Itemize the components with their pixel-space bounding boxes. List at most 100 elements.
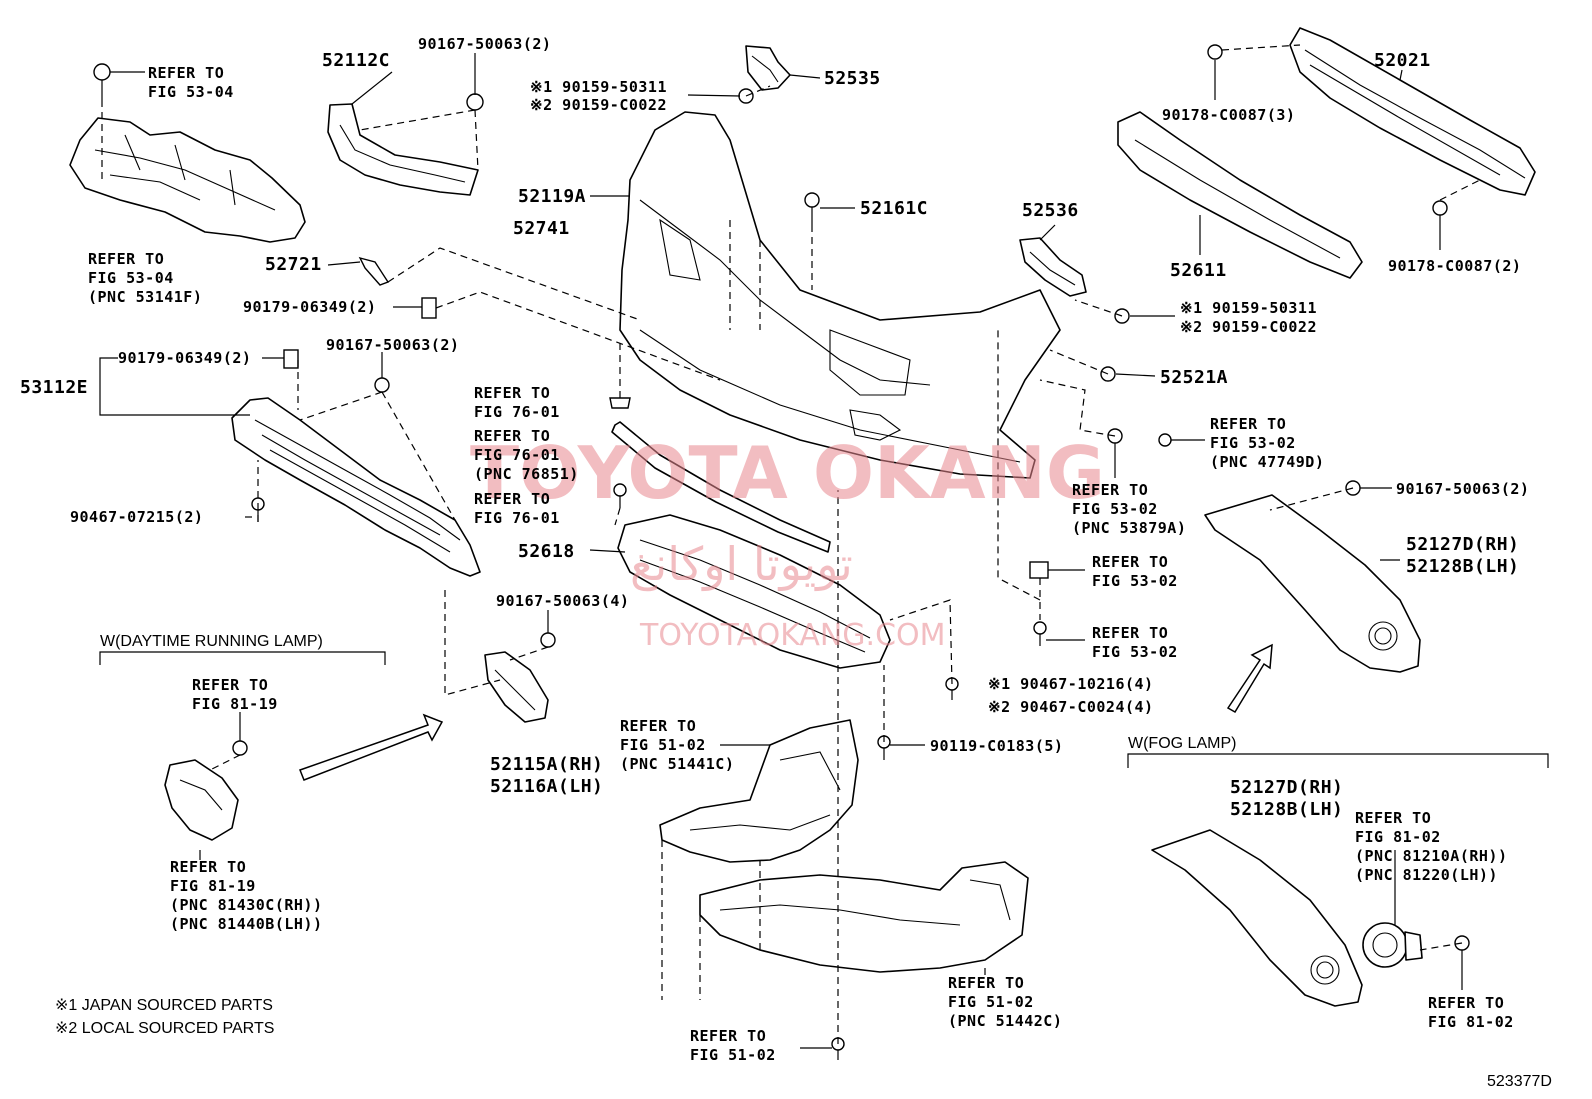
label-refer-51-02-a-line-2: FIG 51-02 [620, 736, 706, 754]
label-refer-81-02-a-line-4: (PNC 81220(LH)) [1355, 866, 1498, 884]
part-52112c-bracket [327, 103, 479, 196]
part-52115a-bracket [484, 651, 549, 723]
label-p52128b-b: 52128B(LH) [1230, 799, 1343, 820]
label-p52116a: 52116A(LH) [490, 776, 603, 797]
watermark-arabic: تويوتا اوكانغ [630, 537, 853, 592]
label-refer-53-02-a-line-3: (PNC 47749D) [1210, 453, 1324, 471]
direction-arrows [299, 643, 1273, 781]
label-refer-81-02-a-line-1: REFER TO [1355, 809, 1431, 827]
part-52535-bracket [745, 45, 791, 91]
label-refer-51-02-a-line-1: REFER TO [620, 717, 696, 735]
part-52618-lower-grille [617, 514, 891, 669]
label-p52115a: 52115A(RH) [490, 754, 603, 775]
part-drl-lamp [164, 759, 239, 841]
part-molding-strip [611, 421, 831, 553]
label-p90467-10216: ※1 90467-10216(4) [988, 675, 1154, 693]
assembly-guide-lines [101, 44, 1481, 1044]
label-p90167-50063-2-mid: 90167-50063(2) [326, 336, 459, 354]
label-p90167-50063-2-top: 90167-50063(2) [418, 35, 551, 53]
label-p52161c: 52161C [860, 198, 928, 219]
label-p52119a: 52119A [518, 186, 586, 207]
label-refer-53-02-b-line-1: REFER TO [1072, 481, 1148, 499]
label-refer-81-19-bottom-line-3: (PNC 81430C(RH)) [170, 896, 323, 914]
label-refer-81-19-bottom-line-2: FIG 81-19 [170, 877, 256, 895]
label-refer-53-04-bottom-line-3: (PNC 53141F) [88, 288, 202, 306]
label-p90159-c0022-top: ※2 90159-C0022 [530, 96, 667, 114]
part-52611-absorber [1117, 111, 1363, 279]
label-refer-76-01-b-line-2: FIG 76-01 [474, 446, 560, 464]
watermark-sub: TOYOTAOKANG.COM [639, 618, 946, 653]
label-refer-81-02-b-line-1: REFER TO [1428, 994, 1504, 1012]
label-p90178-c0087-2: 90178-C0087(2) [1388, 257, 1521, 275]
label-p52611: 52611 [1170, 260, 1227, 281]
watermark-main: TOYOTA OKANG [470, 431, 1105, 515]
label-refer-76-01-c-line-1: REFER TO [474, 490, 550, 508]
label-refer-81-19-bottom-line-4: (PNC 81440B(LH)) [170, 915, 323, 933]
label-p90467-07215-2: 90467-07215(2) [70, 508, 203, 526]
label-refer-51-02-b-line-1: REFER TO [948, 974, 1024, 992]
label-refer-53-02-c-line-2: FIG 53-02 [1092, 572, 1178, 590]
label-refer-81-02-b-line-2: FIG 81-02 [1428, 1013, 1514, 1031]
label-refer-53-02-c-line-1: REFER TO [1092, 553, 1168, 571]
label-p52536: 52536 [1022, 200, 1079, 221]
label-p90159-50311-top: ※1 90159-50311 [530, 78, 667, 96]
label-refer-81-19-top-line-1: REFER TO [192, 676, 268, 694]
label-note1: ※1 JAPAN SOURCED PARTS [55, 997, 273, 1014]
label-refer-81-19-bottom-line-1: REFER TO [170, 858, 246, 876]
label-refer-51-02-a-line-3: (PNC 51441C) [620, 755, 734, 773]
label-refer-76-01-b-line-3: (PNC 76851) [474, 465, 579, 483]
label-refer-53-02-a-line-2: FIG 53-02 [1210, 434, 1296, 452]
part-undercover-51442c [699, 861, 1029, 973]
label-refer-51-02-b-line-2: FIG 51-02 [948, 993, 1034, 1011]
label-fog-header: W(FOG LAMP) [1128, 735, 1236, 752]
label-p90178-c0087-3: 90178-C0087(3) [1162, 106, 1295, 124]
label-refer-76-01-a-line-2: FIG 76-01 [474, 403, 560, 421]
label-refer-53-02-d-line-2: FIG 53-02 [1092, 643, 1178, 661]
engine-cover-upper [69, 117, 306, 243]
label-p90159-50311-mid: ※1 90159-50311 [1180, 299, 1317, 317]
label-p52721: 52721 [265, 254, 322, 275]
label-refer-53-02-b-line-3: (PNC 53879A) [1072, 519, 1186, 537]
label-refer-51-02-c-line-1: REFER TO [690, 1027, 766, 1045]
label-p52741: 52741 [513, 218, 570, 239]
label-refer-53-04-bottom-line-1: REFER TO [88, 250, 164, 268]
part-52127d-fog-cover-lower [1151, 829, 1363, 1007]
leader-lines [99, 53, 1549, 1049]
label-refer-53-04-top-line-2: FIG 53-04 [148, 83, 234, 101]
label-refer-76-01-c-line-2: FIG 76-01 [474, 509, 560, 527]
label-p52128b-a: 52128B(LH) [1406, 556, 1519, 577]
label-drl-header: W(DAYTIME RUNNING LAMP) [100, 633, 323, 650]
label-refer-81-19-top-line-2: FIG 81-19 [192, 695, 278, 713]
label-p52021: 52021 [1374, 50, 1431, 71]
label-refer-76-01-b-line-1: REFER TO [474, 427, 550, 445]
label-p52521a: 52521A [1160, 367, 1228, 388]
label-refer-53-02-d-line-1: REFER TO [1092, 624, 1168, 642]
part-52119a-bumper-cover [619, 111, 1061, 479]
label-p53112e: 53112E [20, 377, 88, 398]
part-52127d-fog-cover-upper [1204, 494, 1421, 673]
part-52536-bracket [1019, 237, 1087, 297]
label-p90179-06349-2-a: 90179-06349(2) [243, 298, 376, 316]
label-p90167-50063-4: 90167-50063(4) [496, 592, 629, 610]
label-refer-53-02-a-line-1: REFER TO [1210, 415, 1286, 433]
label-note2: ※2 LOCAL SOURCED PARTS [55, 1020, 274, 1037]
label-p52535: 52535 [824, 68, 881, 89]
label-diagram-id: 523377D [1487, 1073, 1552, 1090]
label-p90167-50063-2-right: 90167-50063(2) [1396, 480, 1529, 498]
label-refer-81-02-a-line-3: (PNC 81210A(RH)) [1355, 847, 1508, 865]
label-p90467-c0024: ※2 90467-C0024(4) [988, 698, 1154, 716]
label-refer-51-02-b-line-3: (PNC 51442C) [948, 1012, 1062, 1030]
label-refer-76-01-a-line-1: REFER TO [474, 384, 550, 402]
part-53112e-grille [231, 397, 481, 577]
label-refer-53-04-top-line-1: REFER TO [148, 64, 224, 82]
label-refer-53-02-b-line-2: FIG 53-02 [1072, 500, 1158, 518]
label-refer-81-02-a-line-2: FIG 81-02 [1355, 828, 1441, 846]
label-p90179-06349-2-b: 90179-06349(2) [118, 349, 251, 367]
part-undercover-51441c [659, 719, 859, 863]
part-52021-reinforcement [1289, 27, 1536, 196]
label-p90159-c0022-mid: ※2 90159-C0022 [1180, 318, 1317, 336]
label-p52618: 52618 [518, 541, 575, 562]
part-fog-lamp [1362, 922, 1423, 968]
